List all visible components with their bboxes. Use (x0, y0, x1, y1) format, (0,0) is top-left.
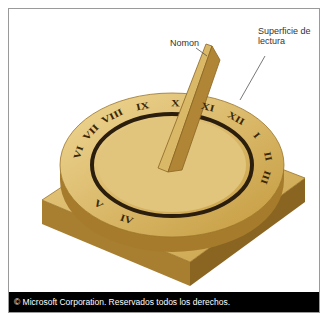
frame-border (9, 9, 320, 313)
leader-line (196, 48, 207, 56)
leader-line (240, 56, 265, 100)
hour-numeral: X (171, 97, 180, 109)
copyright-bar (9, 292, 319, 312)
hour-numeral: IX (135, 99, 151, 113)
gnomon-side (168, 46, 220, 172)
copyright-watermark: © Microsoft Corporation. Reservados todo… (14, 297, 230, 307)
part-label: Nomon (170, 38, 199, 48)
part-label: Superficie de lectura (258, 26, 318, 46)
